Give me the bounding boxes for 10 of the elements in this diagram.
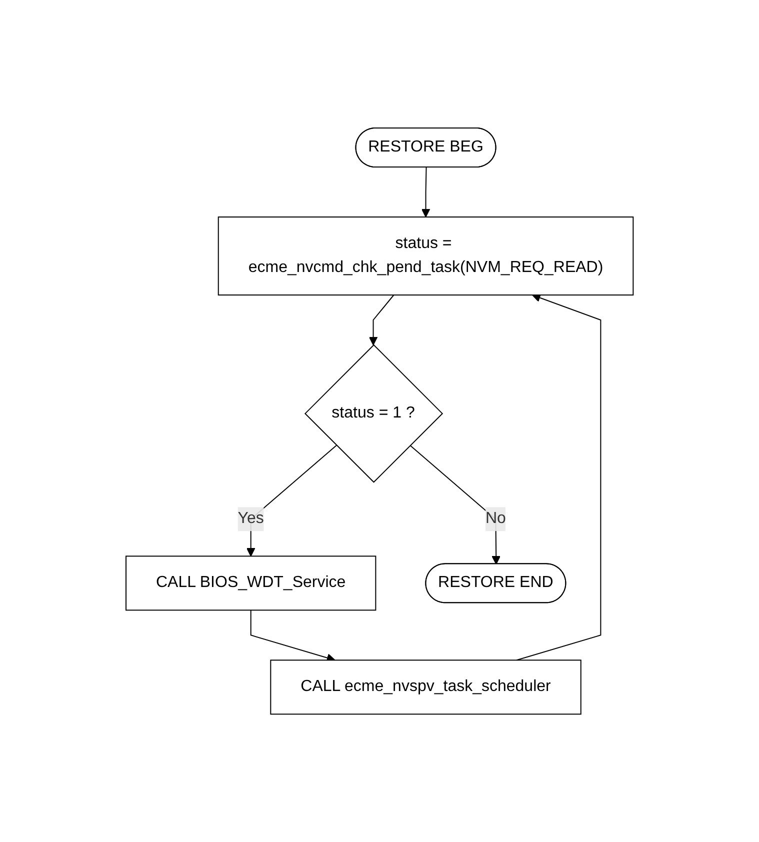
arrow [368,294,394,346]
node-box: status = ecme_nvcmd_chk_pend_task(NVM_REQ_READ) [218,216,634,296]
arrow [516,294,602,661]
node-box: CALL BIOS_WDT_Service [125,556,376,611]
arrow [421,166,430,218]
node-diamond: status = 1 ? [304,344,443,483]
edge-label: No [485,510,506,528]
arrow [250,610,336,662]
node-box: CALL ecme_nvspv_task_scheduler [270,660,582,715]
edge-label: Yes [238,510,264,528]
